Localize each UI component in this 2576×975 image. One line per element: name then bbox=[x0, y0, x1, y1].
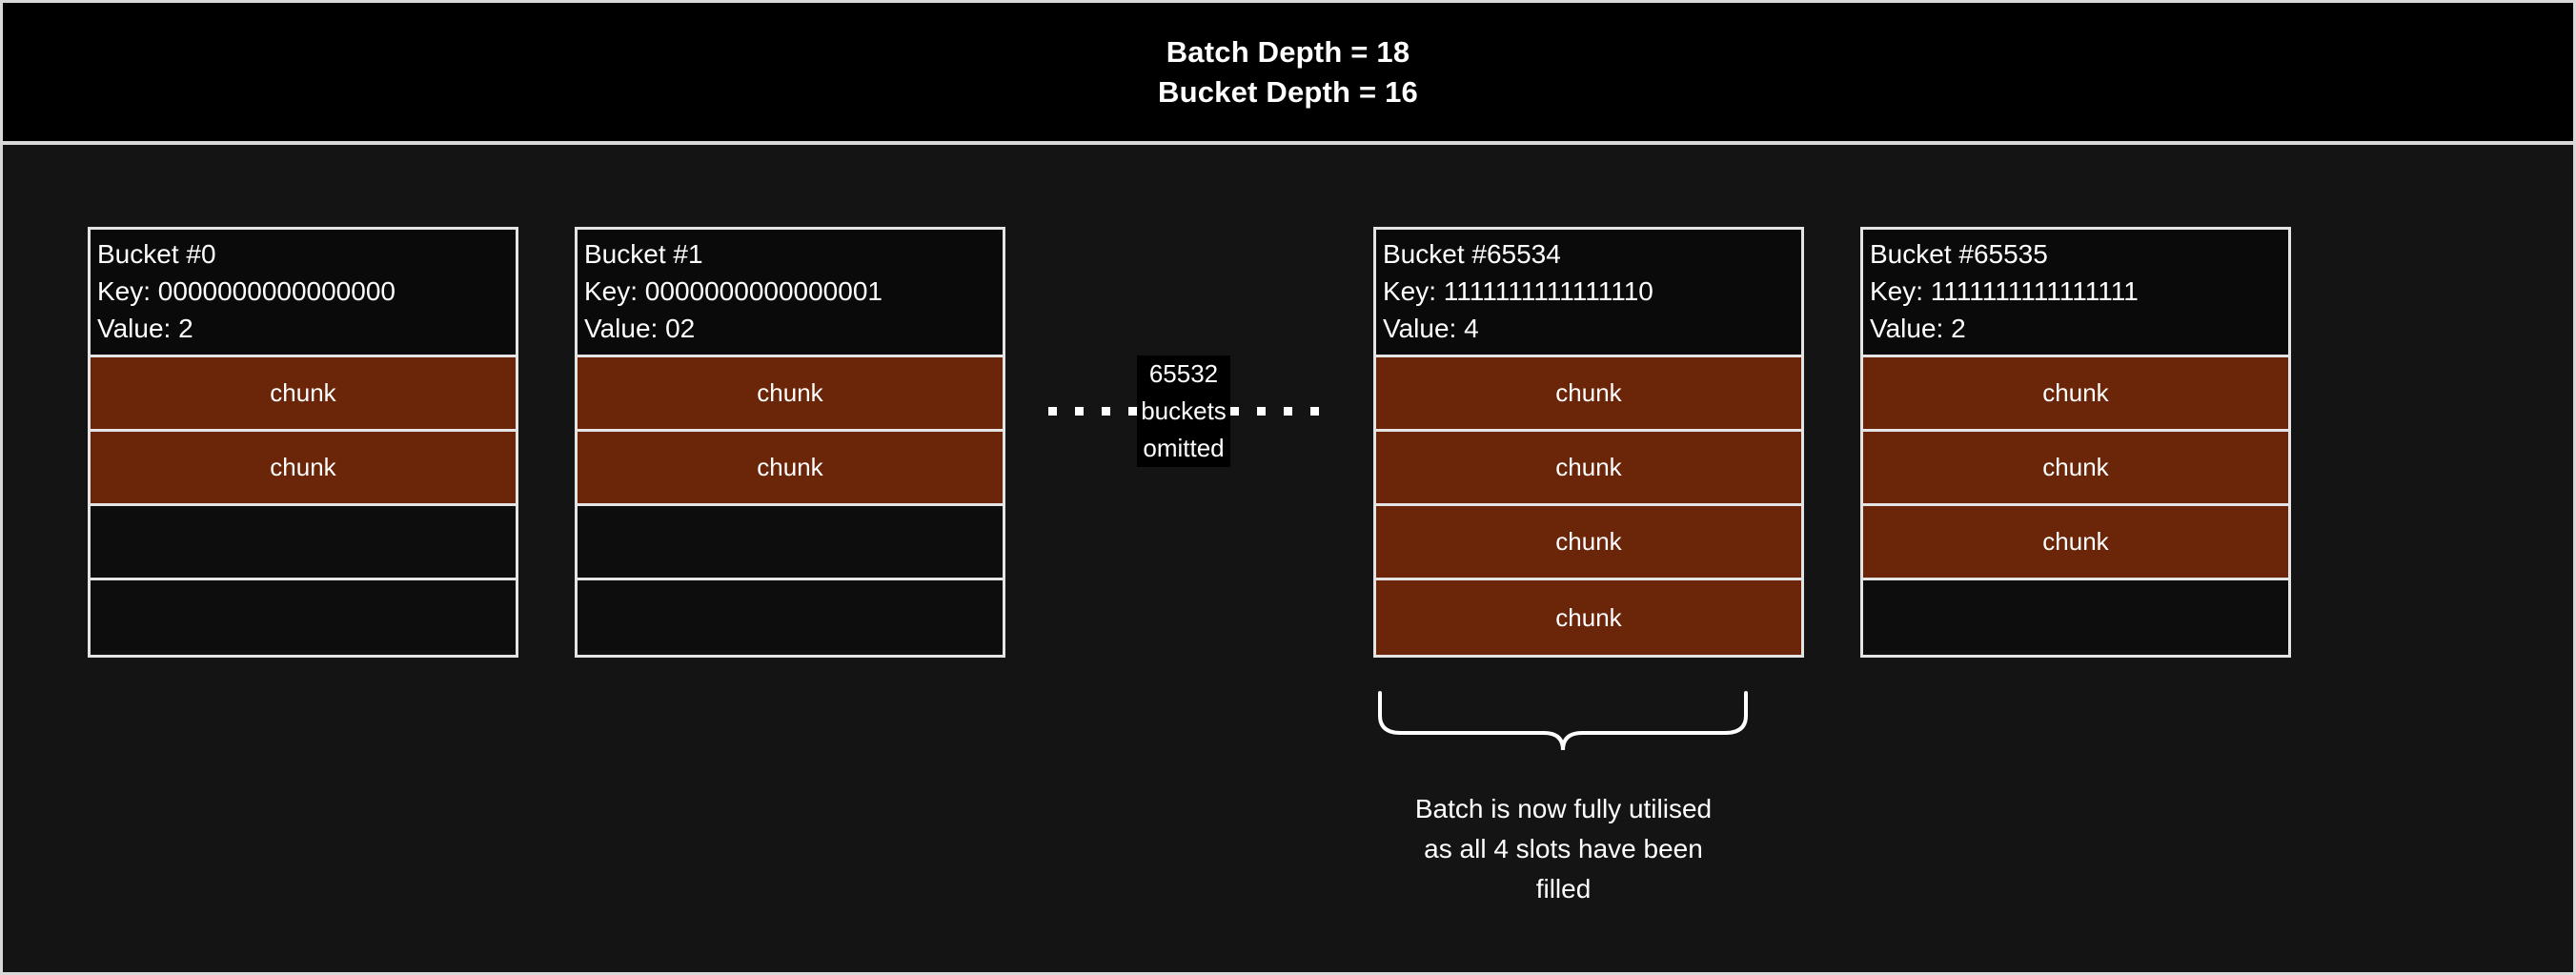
chunk-label: chunk bbox=[1555, 453, 1622, 481]
bucket-depth-label: Bucket Depth = 16 bbox=[1157, 74, 1418, 109]
bucket-header-0: Bucket #0 Key: 0000000000000000 Value: 2 bbox=[91, 230, 516, 357]
empty-slot[interactable] bbox=[1863, 580, 2288, 655]
omitted-unit: buckets bbox=[1141, 396, 1227, 425]
dot-icon bbox=[1128, 406, 1138, 416]
bucket-key-0: Key: 0000000000000000 bbox=[97, 276, 396, 306]
batch-depth-label: Batch Depth = 18 bbox=[1166, 34, 1410, 69]
empty-slot[interactable] bbox=[91, 506, 516, 580]
bucket-value-0: Value: 2 bbox=[97, 314, 193, 343]
bucket-title-65535: Bucket #65535 bbox=[1870, 239, 2048, 269]
chunk-slot[interactable]: chunk bbox=[91, 432, 516, 506]
chunk-label: chunk bbox=[270, 378, 336, 407]
chunk-label: chunk bbox=[1555, 602, 1622, 632]
omitted-buckets-label: 65532 buckets omitted bbox=[1137, 355, 1230, 467]
dot-icon bbox=[1102, 406, 1111, 416]
chunk-slot[interactable]: chunk bbox=[1863, 432, 2288, 506]
bucket-value-1: Value: 02 bbox=[584, 314, 696, 343]
ellipsis-dots-right bbox=[1229, 406, 1319, 416]
dot-icon bbox=[1075, 406, 1085, 416]
batch-utilisation-annotation: Batch is now fully utilised as all 4 slo… bbox=[1337, 789, 1790, 909]
chunk-label: chunk bbox=[1555, 527, 1622, 556]
bucket-key-65534: Key: 1111111111111110 bbox=[1383, 276, 1653, 306]
bucket-card-0[interactable]: Bucket #0 Key: 0000000000000000 Value: 2… bbox=[88, 227, 518, 658]
chunk-slot[interactable]: chunk bbox=[1376, 580, 1801, 655]
annotation-line-3: filled bbox=[1535, 874, 1592, 904]
bucket-header-65535: Bucket #65535 Key: 1111111111111111 Valu… bbox=[1863, 230, 2288, 357]
bucket-card-1[interactable]: Bucket #1 Key: 0000000000000001 Value: 0… bbox=[575, 227, 1005, 658]
chunk-slot[interactable]: chunk bbox=[578, 432, 1003, 506]
dot-icon bbox=[1256, 406, 1266, 416]
dot-icon bbox=[1283, 406, 1292, 416]
ellipsis-dots-left bbox=[1048, 406, 1138, 416]
chunk-label: chunk bbox=[757, 378, 823, 407]
dot-icon bbox=[1229, 406, 1239, 416]
dot-icon bbox=[1048, 406, 1058, 416]
chunk-slot[interactable]: chunk bbox=[1376, 506, 1801, 580]
empty-slot[interactable] bbox=[91, 580, 516, 655]
bucket-key-65535: Key: 1111111111111111 bbox=[1870, 276, 2139, 306]
bucket-title-1: Bucket #1 bbox=[584, 239, 703, 269]
chunk-slot[interactable]: chunk bbox=[1376, 432, 1801, 506]
dot-icon bbox=[1309, 406, 1319, 416]
chunk-label: chunk bbox=[2042, 453, 2109, 481]
annotation-line-2: as all 4 slots have been bbox=[1424, 834, 1703, 863]
chunk-slot[interactable]: chunk bbox=[91, 357, 516, 432]
curly-brace-icon bbox=[1378, 691, 1748, 751]
omitted-buckets-marker: 65532 buckets omitted bbox=[1030, 355, 1337, 467]
bucket-card-65534[interactable]: Bucket #65534 Key: 1111111111111110 Valu… bbox=[1373, 227, 1804, 658]
chunk-label: chunk bbox=[2042, 527, 2109, 556]
chunk-label: chunk bbox=[270, 453, 336, 481]
omitted-count: 65532 bbox=[1148, 358, 1219, 388]
chunk-slot[interactable]: chunk bbox=[578, 357, 1003, 432]
bucket-value-65534: Value: 4 bbox=[1383, 314, 1479, 343]
chunk-label: chunk bbox=[757, 453, 823, 481]
bucket-key-1: Key: 0000000000000001 bbox=[584, 276, 882, 306]
bucket-header-65534: Bucket #65534 Key: 1111111111111110 Valu… bbox=[1376, 230, 1801, 357]
bucket-value-65535: Value: 2 bbox=[1870, 314, 1966, 343]
bucket-card-65535[interactable]: Bucket #65535 Key: 1111111111111111 Valu… bbox=[1860, 227, 2291, 658]
chunk-slot[interactable]: chunk bbox=[1376, 357, 1801, 432]
bucket-title-65534: Bucket #65534 bbox=[1383, 239, 1561, 269]
bucket-title-0: Bucket #0 bbox=[97, 239, 216, 269]
omitted-state: omitted bbox=[1143, 433, 1225, 462]
chunk-label: chunk bbox=[1555, 378, 1622, 407]
header-band: Batch Depth = 18 Bucket Depth = 16 bbox=[3, 3, 2573, 145]
annotation-line-1: Batch is now fully utilised bbox=[1414, 794, 1713, 823]
chunk-label: chunk bbox=[2042, 378, 2109, 407]
bucket-header-1: Bucket #1 Key: 0000000000000001 Value: 0… bbox=[578, 230, 1003, 357]
chunk-slot[interactable]: chunk bbox=[1863, 357, 2288, 432]
empty-slot[interactable] bbox=[578, 580, 1003, 655]
empty-slot[interactable] bbox=[578, 506, 1003, 580]
chunk-slot[interactable]: chunk bbox=[1863, 506, 2288, 580]
